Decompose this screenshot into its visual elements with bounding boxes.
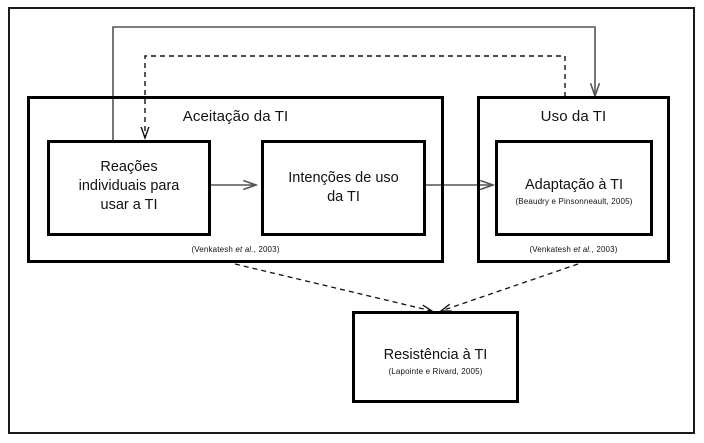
container-uso-title: Uso da TI (540, 108, 607, 125)
node-reacoes-line2: individuais para (78, 178, 180, 194)
citation-italic: et al. (573, 245, 592, 254)
node-resistencia-label: Resistência à TI (383, 347, 488, 363)
citation-italic: et al. (235, 245, 254, 254)
citation-suffix: , 2003) (591, 245, 618, 254)
container-aceitacao-citation: (Venkatesh et al., 2003) (30, 245, 441, 255)
node-adaptacao-citation: (Beaudry e Pinsonneault, 2005) (515, 197, 633, 206)
container-uso-da-ti: Uso da TI (Venkatesh et al., 2003) (477, 96, 670, 263)
citation-suffix: , 2003) (253, 245, 280, 254)
node-reacoes-line1: Reações (100, 159, 158, 175)
node-intencoes-line2: da TI (327, 189, 360, 205)
container-uso-citation: (Venkatesh et al., 2003) (480, 245, 667, 255)
node-adaptacao-label: Adaptação à TI (524, 177, 624, 193)
citation-prefix: (Venkatesh (529, 245, 574, 254)
node-reacoes-line3: usar a TI (100, 197, 158, 213)
container-aceitacao-da-ti: Aceitação da TI (Venkatesh et al., 2003) (27, 96, 444, 263)
citation-prefix: (Venkatesh (191, 245, 236, 254)
node-adaptacao-a-ti[interactable]: Adaptação à TI (Beaudry e Pinsonneault, … (495, 140, 653, 236)
node-resistencia-a-ti[interactable]: Resistência à TI (Lapointe e Rivard, 200… (352, 311, 519, 403)
node-reacoes-individuais[interactable]: Reações individuais para usar a TI (47, 140, 211, 236)
node-intencoes-de-uso[interactable]: Intenções de uso da TI (261, 140, 426, 236)
container-aceitacao-title: Aceitação da TI (182, 108, 289, 125)
outer-frame (8, 7, 695, 434)
node-resistencia-citation: (Lapointe e Rivard, 2005) (388, 367, 483, 376)
node-intencoes-line1: Intenções de uso (288, 170, 399, 186)
